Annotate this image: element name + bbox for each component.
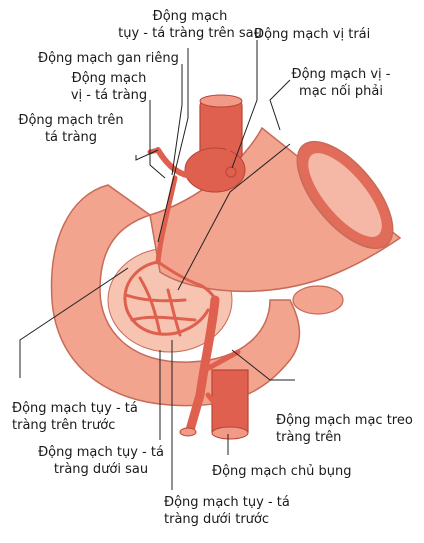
label-celiac-trunk: Động mạch chủ bụng (212, 464, 352, 479)
sma-branch-2 (205, 392, 223, 413)
label-proper-hepatic: Động mạch gan riêng (38, 51, 179, 66)
label-superior-mesenteric: Động mạch mạc treo tràng trên (276, 413, 413, 445)
label-gastroduodenal: Động mạch vị - tá tràng (70, 71, 148, 103)
splenic-vessel-stub (292, 285, 344, 315)
duodenum (50, 184, 301, 407)
label-posterior-inferior-pancreaticoduodenal: Động mạch tụy - tá tràng dưới sau (38, 445, 164, 477)
superior-mesenteric-artery (185, 295, 220, 435)
label-left-gastric: Động mạch vị trái (254, 27, 371, 42)
gastroduodenal-artery (155, 175, 178, 265)
aorta-cut-bottom (211, 426, 249, 440)
common-hepatic-artery (155, 147, 208, 180)
stomach-lumen (308, 153, 382, 237)
pancreaticoduodenal-arcade (123, 260, 217, 337)
left-gastric-artery (223, 128, 240, 162)
label-supraduodenal: Động mạch trên tá tràng (18, 113, 124, 145)
aorta-lower (211, 369, 249, 433)
label-anterior-inferior-pancreaticoduodenal: Động mạch tụy - tá tràng dưới trước (164, 495, 290, 527)
celiac-trunk-root (184, 147, 246, 193)
label-right-gastroepiploic: Động mạch vị - mạc nối phải (291, 67, 391, 99)
sma-cut (179, 427, 197, 437)
label-anterior-superior-pancreaticoduodenal: Động mạch tụy - tá tràng trên trước (12, 401, 138, 433)
sma-branch-1 (202, 349, 241, 373)
left-gastric-stub (225, 166, 237, 178)
leader-lines (19, 40, 295, 490)
aorta-cut-top (199, 94, 243, 108)
label-posterior-superior-pancreaticoduodenal: Động mạch tụy - tá tràng trên sau (118, 9, 262, 41)
